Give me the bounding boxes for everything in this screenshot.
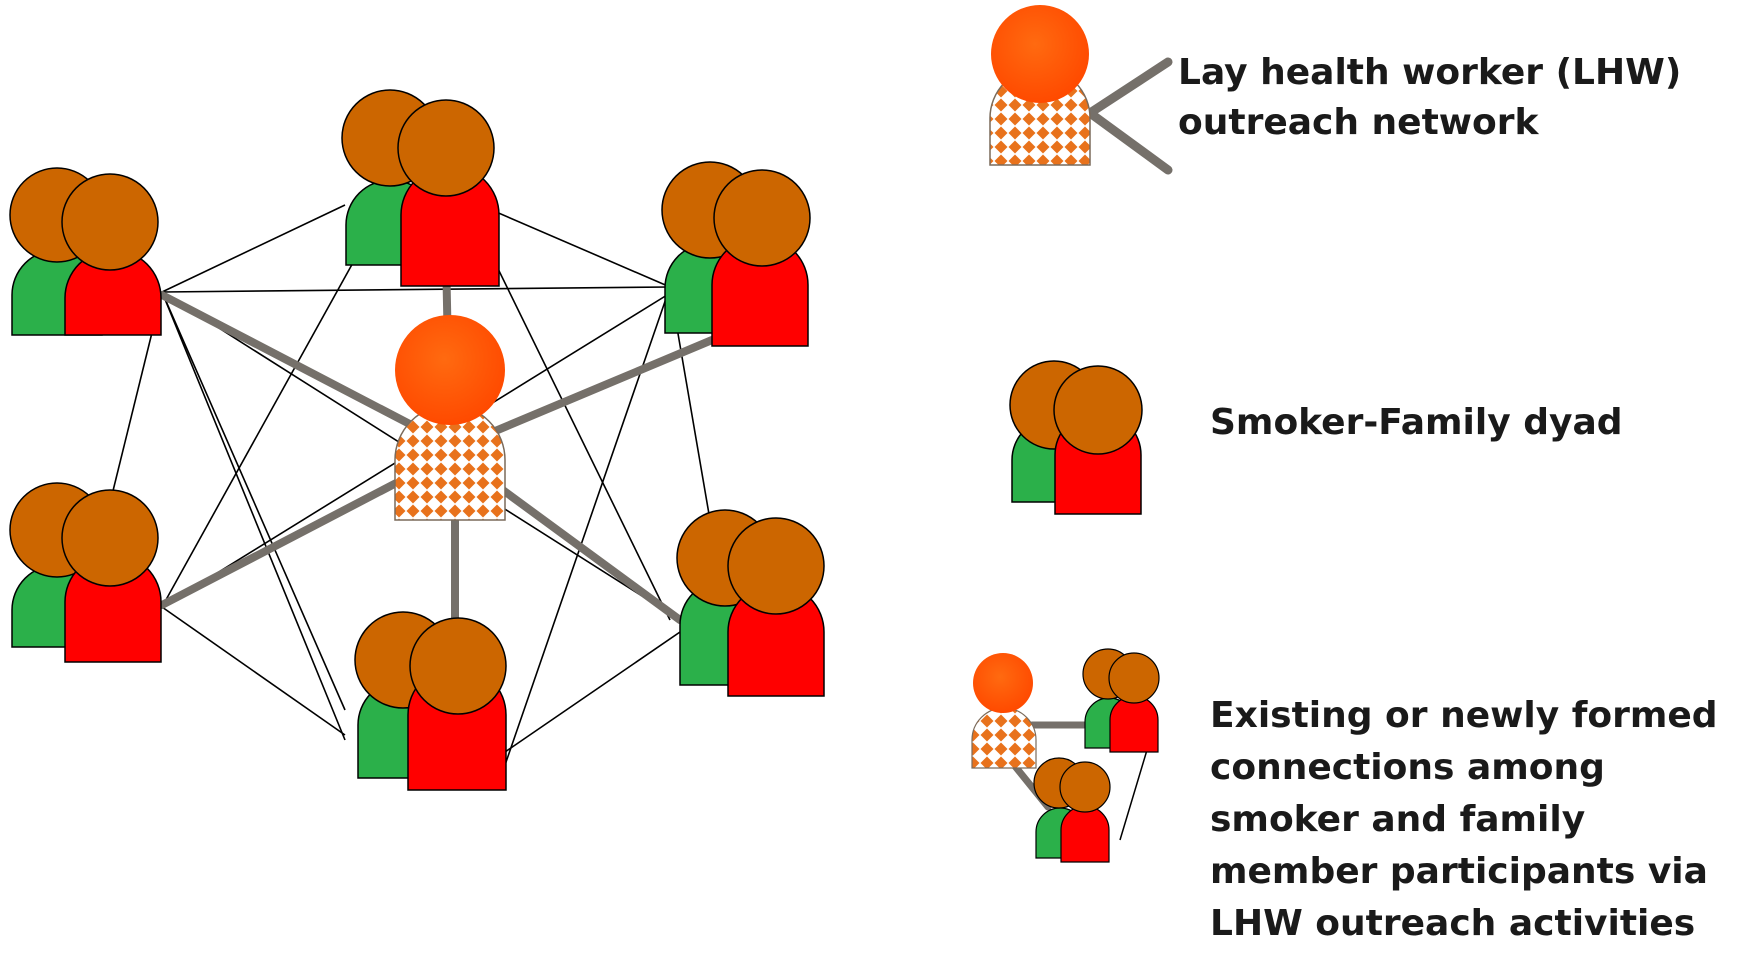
legend-dyad-icon [1009,360,1143,515]
legend-lhw-label: Lay health worker (LHW) outreach network [1178,48,1681,148]
legend-dyad-line: Smoker-Family dyad [1210,402,1623,443]
dyad-top [341,89,500,287]
dyad-right [676,509,825,697]
lay-health-worker-icon [394,315,506,521]
legend-connections-line5: LHW outreach activities [1210,903,1696,944]
legend-connections-line4: member participants via [1210,851,1708,892]
legend-lhw-line2: outreach network [1178,102,1539,143]
legend-connections-icon [971,648,1160,863]
dyad-bottom [354,611,507,791]
legend-connections-line2: connections among [1210,747,1605,788]
legend-lhw-line1: Lay health worker (LHW) [1178,52,1682,93]
legend-lhw-icon [989,5,1173,175]
legend-connections-label: Existing or newly formed connections amo… [1210,690,1718,950]
legend-dyad-label: Smoker-Family dyad [1210,398,1623,448]
legend-connections-line3: smoker and family [1210,799,1586,840]
legend-connections-line1: Existing or newly formed [1210,695,1718,736]
dyad-top-right [661,161,811,347]
dyad-top-left [9,167,162,336]
dyad-left [9,482,162,663]
